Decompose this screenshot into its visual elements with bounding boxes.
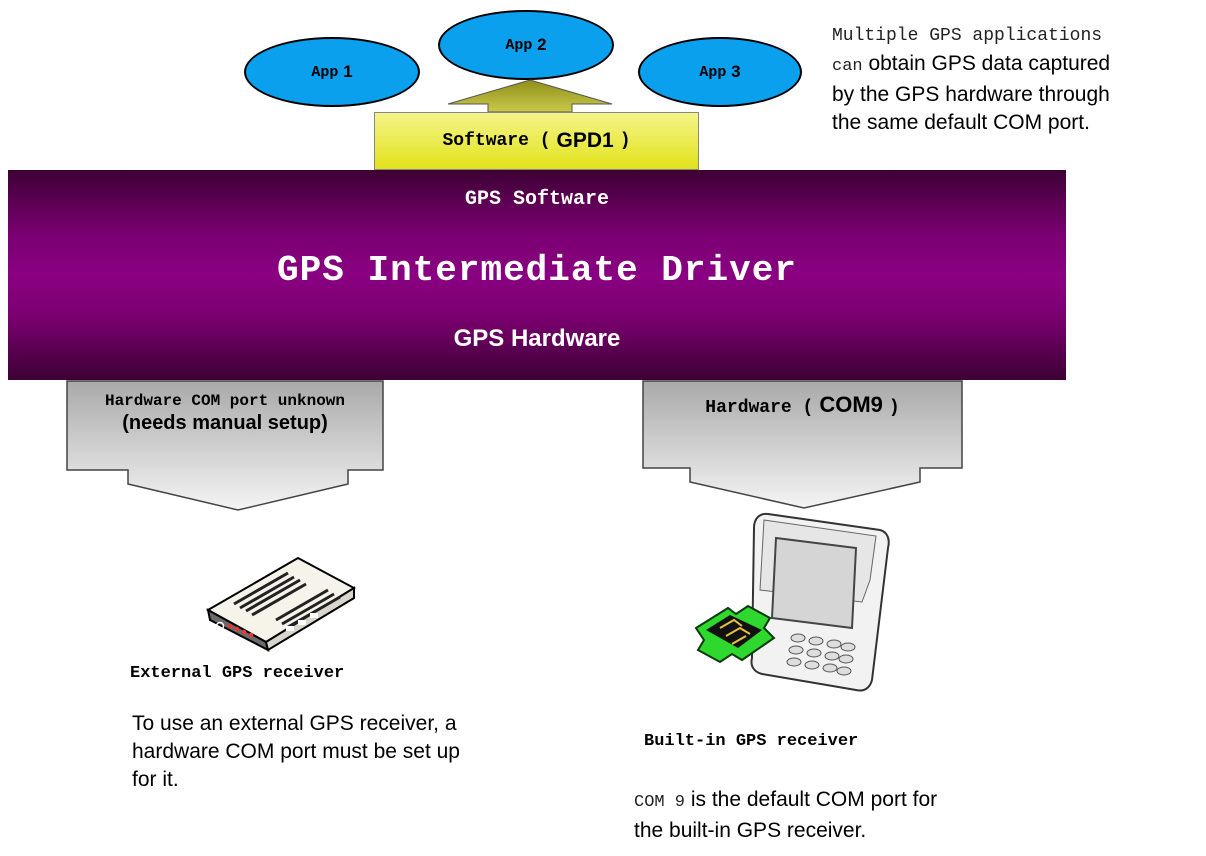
right-branch-port: COM9 (819, 392, 883, 417)
left-description: To use an external GPS receiver, a hardw… (132, 710, 532, 794)
left-branch-line-2: (needs manual setup) (122, 412, 328, 434)
software-gpd1-box: Software ( GPD1 ) (374, 112, 699, 170)
gps-hardware-label: GPS Hardware (453, 325, 621, 352)
app-3-ellipse: App 3 (638, 37, 802, 107)
left-branch-line-1: Hardware COM port unknown (104, 392, 346, 410)
app-3-prefix: App (699, 63, 727, 81)
left-down-arrow-icon (66, 380, 384, 511)
right-description-line-1: COM 9 is the default COM port for (634, 786, 1054, 817)
built-in-gps-caption: Built-in GPS receiver (644, 732, 859, 751)
top-note-line-3: by the GPS hardware through (832, 83, 1110, 106)
left-description-line-3: for it. (132, 768, 179, 791)
app-1-number: 1 (343, 62, 353, 81)
built-in-gps-device-icon (694, 512, 890, 692)
app-2-number: 2 (537, 35, 547, 54)
app-2-prefix: App (505, 36, 533, 54)
app-2-ellipse: App 2 (438, 10, 614, 80)
top-note-line-2-mono: can (832, 57, 863, 76)
app-1-ellipse: App 1 (244, 37, 420, 107)
app-3-number: 3 (731, 62, 741, 81)
software-box-prefix: Software ( (442, 131, 551, 151)
gps-intermediate-driver-band: GPS Software GPS Intermediate Driver GPS… (8, 170, 1066, 380)
gps-software-label: GPS Software (464, 188, 610, 211)
external-gps-receiver-icon (205, 556, 357, 652)
top-note-line-1: Multiple GPS applications (832, 26, 1103, 46)
up-arrow-icon (447, 79, 613, 113)
top-note-line-4: the same default COM port. (832, 111, 1090, 134)
right-description: COM 9 is the default COM port for the bu… (634, 786, 1054, 845)
app-1-prefix: App (311, 63, 339, 81)
right-description-rest: is the default COM port for (685, 788, 938, 811)
top-note-line-2-rest: obtain GPS data captured (862, 52, 1111, 75)
left-description-line-1: To use an external GPS receiver, a (132, 712, 457, 735)
top-note-line-2: can obtain GPS data captured (832, 50, 1202, 81)
left-description-line-2: hardware COM port must be set up (132, 740, 460, 763)
software-box-suffix: ) (619, 131, 631, 151)
right-description-line-2: the built-in GPS receiver. (634, 819, 867, 842)
left-branch-label: Hardware COM port unknown (needs manual … (66, 392, 384, 435)
software-box-port: GPD1 (556, 129, 614, 152)
gps-driver-title: GPS Intermediate Driver (277, 250, 797, 291)
right-branch-label: Hardware ( COM9 ) (642, 392, 963, 418)
right-down-arrow-icon (642, 380, 963, 509)
external-gps-caption: External GPS receiver (130, 664, 345, 683)
right-branch-suffix: ) (888, 398, 900, 418)
top-note: Multiple GPS applications can obtain GPS… (832, 22, 1202, 137)
right-branch-prefix: Hardware ( (705, 398, 814, 418)
right-description-mono: COM 9 (634, 793, 686, 812)
